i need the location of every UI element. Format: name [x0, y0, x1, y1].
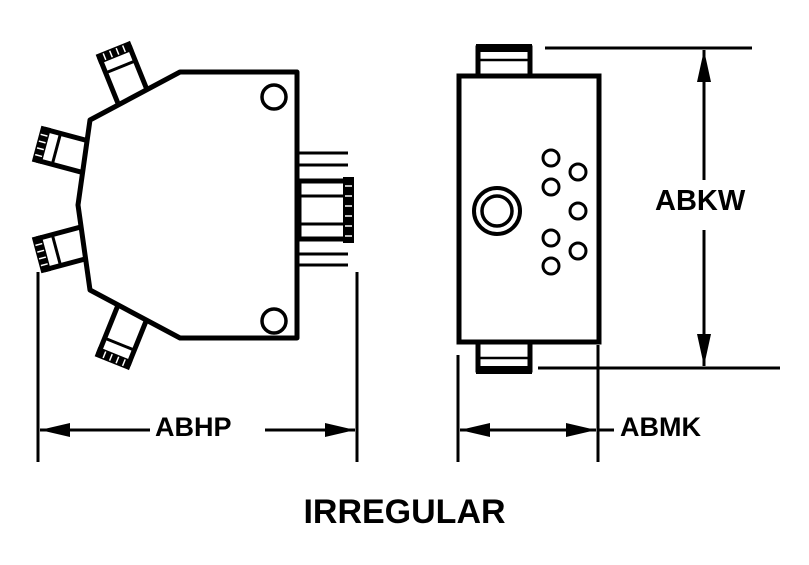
arrowhead-up	[697, 50, 711, 82]
dimension-label-abkw: ABKW	[653, 185, 748, 218]
arrowhead-right	[566, 423, 596, 437]
side-port-fitting	[296, 178, 352, 242]
right-view	[456, 44, 602, 374]
central-port-inner	[480, 194, 514, 228]
shape-title: IRREGULAR	[303, 493, 506, 531]
arrowhead-left	[40, 423, 70, 437]
arrowhead-right	[325, 423, 355, 437]
mounting-hole-bottom	[260, 307, 288, 335]
dimension-label-abmk: ABMK	[618, 412, 703, 442]
small-hole	[541, 256, 561, 276]
small-hole	[568, 162, 588, 182]
dimension-right-width	[456, 345, 614, 462]
dimension-right-height	[538, 46, 780, 370]
mounting-hole-top	[260, 83, 288, 111]
dimension-left-width	[36, 272, 359, 462]
small-hole	[568, 201, 588, 221]
arrowhead-down	[697, 334, 711, 366]
small-hole	[541, 148, 561, 168]
front-body-outline	[456, 73, 602, 345]
small-hole	[541, 228, 561, 248]
valve-body-outline	[75, 69, 300, 341]
left-view	[32, 42, 354, 370]
dimension-label-abhp: ABHP	[153, 412, 234, 442]
central-port-outer	[472, 186, 522, 236]
arrowhead-left	[460, 423, 490, 437]
small-hole	[541, 177, 561, 197]
small-hole	[568, 241, 588, 261]
